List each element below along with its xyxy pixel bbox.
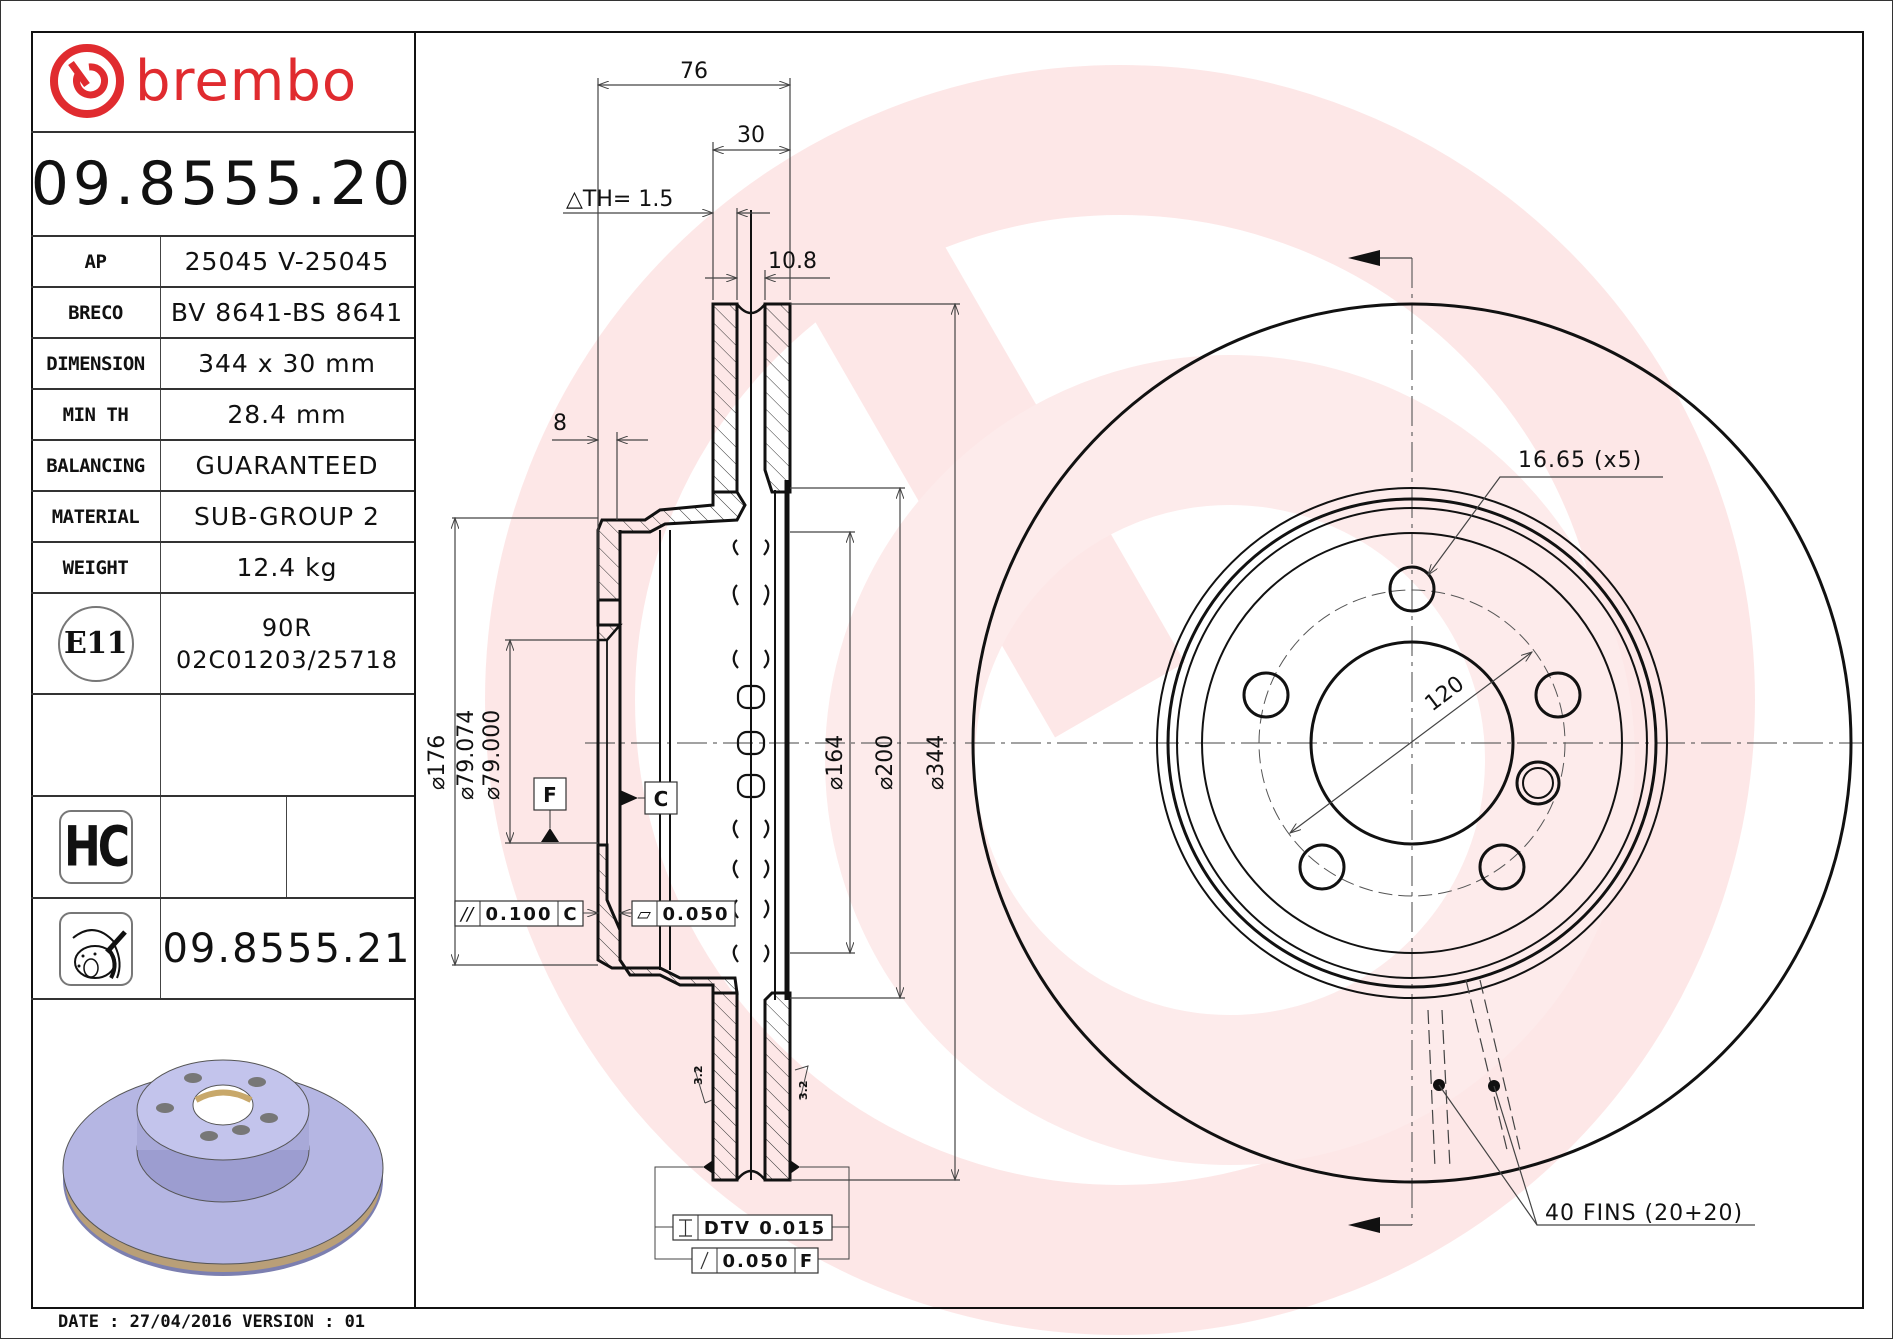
spec-value: 25045 V-25045: [184, 247, 390, 276]
spec-row-weight: WEIGHT 12.4 kg: [31, 543, 414, 594]
svg-text:▱: ▱: [637, 904, 651, 925]
datum-f: F: [505, 777, 598, 844]
svg-text:F: F: [800, 1251, 812, 1272]
spec-value: SUB-GROUP 2: [194, 502, 380, 531]
e11-approval-icon: E11: [57, 605, 134, 682]
dia-176: ⌀176: [425, 735, 450, 790]
dim-8: 8: [553, 411, 567, 436]
hc-cell-divider: [286, 797, 287, 897]
spec-value: 344 x 30 mm: [198, 349, 376, 378]
svg-text:3.2: 3.2: [797, 1081, 810, 1101]
dia-344: ⌀344: [924, 735, 949, 790]
spec-label: WEIGHT: [31, 543, 161, 592]
bolt-hole-dia-label: 16.65 (x5): [1518, 448, 1642, 473]
spec-label: BRECO: [31, 288, 161, 337]
disc-3d-image: [31, 1000, 414, 1307]
spec-label: BALANCING: [31, 441, 161, 490]
svg-text:F: F: [543, 783, 557, 807]
bolt-holes: [1242, 565, 1582, 891]
parallelism-tolerance-frame: // 0.100 C: [454, 900, 598, 927]
spec-label: MIN TH: [31, 390, 161, 439]
svg-text:DTV 0.015: DTV 0.015: [704, 1218, 826, 1239]
svg-text://: //: [459, 904, 475, 925]
spec-row-min-th: MIN TH 28.4 mm: [31, 390, 414, 441]
dia-200: ⌀200: [873, 735, 898, 790]
dia-164: ⌀164: [823, 735, 848, 790]
part-number: 09.8555.20: [31, 133, 414, 237]
spec-row-ap: AP 25045 V-25045: [31, 237, 414, 288]
spec-label: AP: [31, 237, 161, 286]
spec-label: MATERIAL: [31, 492, 161, 541]
hc-row: HC: [31, 797, 414, 899]
hc-badge-icon: HC: [58, 810, 133, 884]
brand-name: brembo: [135, 48, 358, 114]
svg-text:0.100: 0.100: [486, 904, 553, 925]
section-view: [585, 210, 955, 1182]
dtv-runout-frames: DTV 0.015 0.050 F: [654, 1160, 850, 1274]
dim-76: 76: [680, 59, 708, 84]
coated-variant-row: 09.8555.21: [31, 899, 414, 1000]
spec-value: 28.4 mm: [227, 400, 347, 429]
brembo-logo-icon: [50, 44, 124, 118]
svg-text:0.050: 0.050: [723, 1251, 790, 1272]
logo-row: brembo: [31, 31, 414, 133]
drawing-frame: [31, 31, 1864, 1309]
empty-row: [31, 695, 414, 797]
info-panel: brembo 09.8555.20 AP 25045 V-25045 BRECO…: [31, 31, 416, 1307]
svg-text:3.2: 3.2: [692, 1066, 705, 1086]
svg-text:0.050: 0.050: [663, 904, 730, 925]
dim-delta-th: △TH= 1.5: [566, 187, 673, 212]
section-dimension-labels: 76 30 △TH= 1.5 10.8 8 ⌀176 ⌀79.074 ⌀79.0…: [425, 59, 949, 800]
spec-value: BV 8641-BS 8641: [170, 298, 404, 327]
approval-regulation: 90R: [261, 613, 313, 642]
fins-label: 40 FINS (20+20): [1545, 1201, 1743, 1226]
spec-row-material: MATERIAL SUB-GROUP 2: [31, 492, 414, 543]
roughness-marks: 3.2 3.2: [692, 1065, 810, 1104]
approval-row: E11 90R 02C01203/25718: [31, 594, 414, 695]
approval-number: 02C01203/25718: [175, 645, 399, 674]
spec-value: 12.4 kg: [236, 553, 338, 582]
spec-row-dimension: DIMENSION 344 x 30 mm: [31, 339, 414, 390]
spec-row-balancing: BALANCING GUARANTEED: [31, 441, 414, 492]
dia-79-000: ⌀79.000: [480, 710, 505, 800]
dia-79-074: ⌀79.074: [454, 710, 479, 800]
dim-10-8: 10.8: [768, 249, 817, 274]
coated-part-number: 09.8555.21: [162, 925, 412, 972]
dim-30: 30: [737, 123, 765, 148]
svg-text:C: C: [654, 787, 669, 811]
svg-text:C: C: [563, 904, 576, 925]
date-version: DATE : 27/04/2016 VERSION : 01: [58, 1312, 366, 1332]
spec-value: GUARANTEED: [195, 451, 379, 480]
coated-disc-icon: [58, 911, 133, 986]
spec-label: DIMENSION: [31, 339, 161, 388]
spec-row-breco: BRECO BV 8641-BS 8641: [31, 288, 414, 339]
front-view: [965, 250, 1862, 1233]
datum-c: C: [620, 781, 678, 815]
flatness-tolerance-frame: ▱ 0.050: [620, 900, 736, 927]
